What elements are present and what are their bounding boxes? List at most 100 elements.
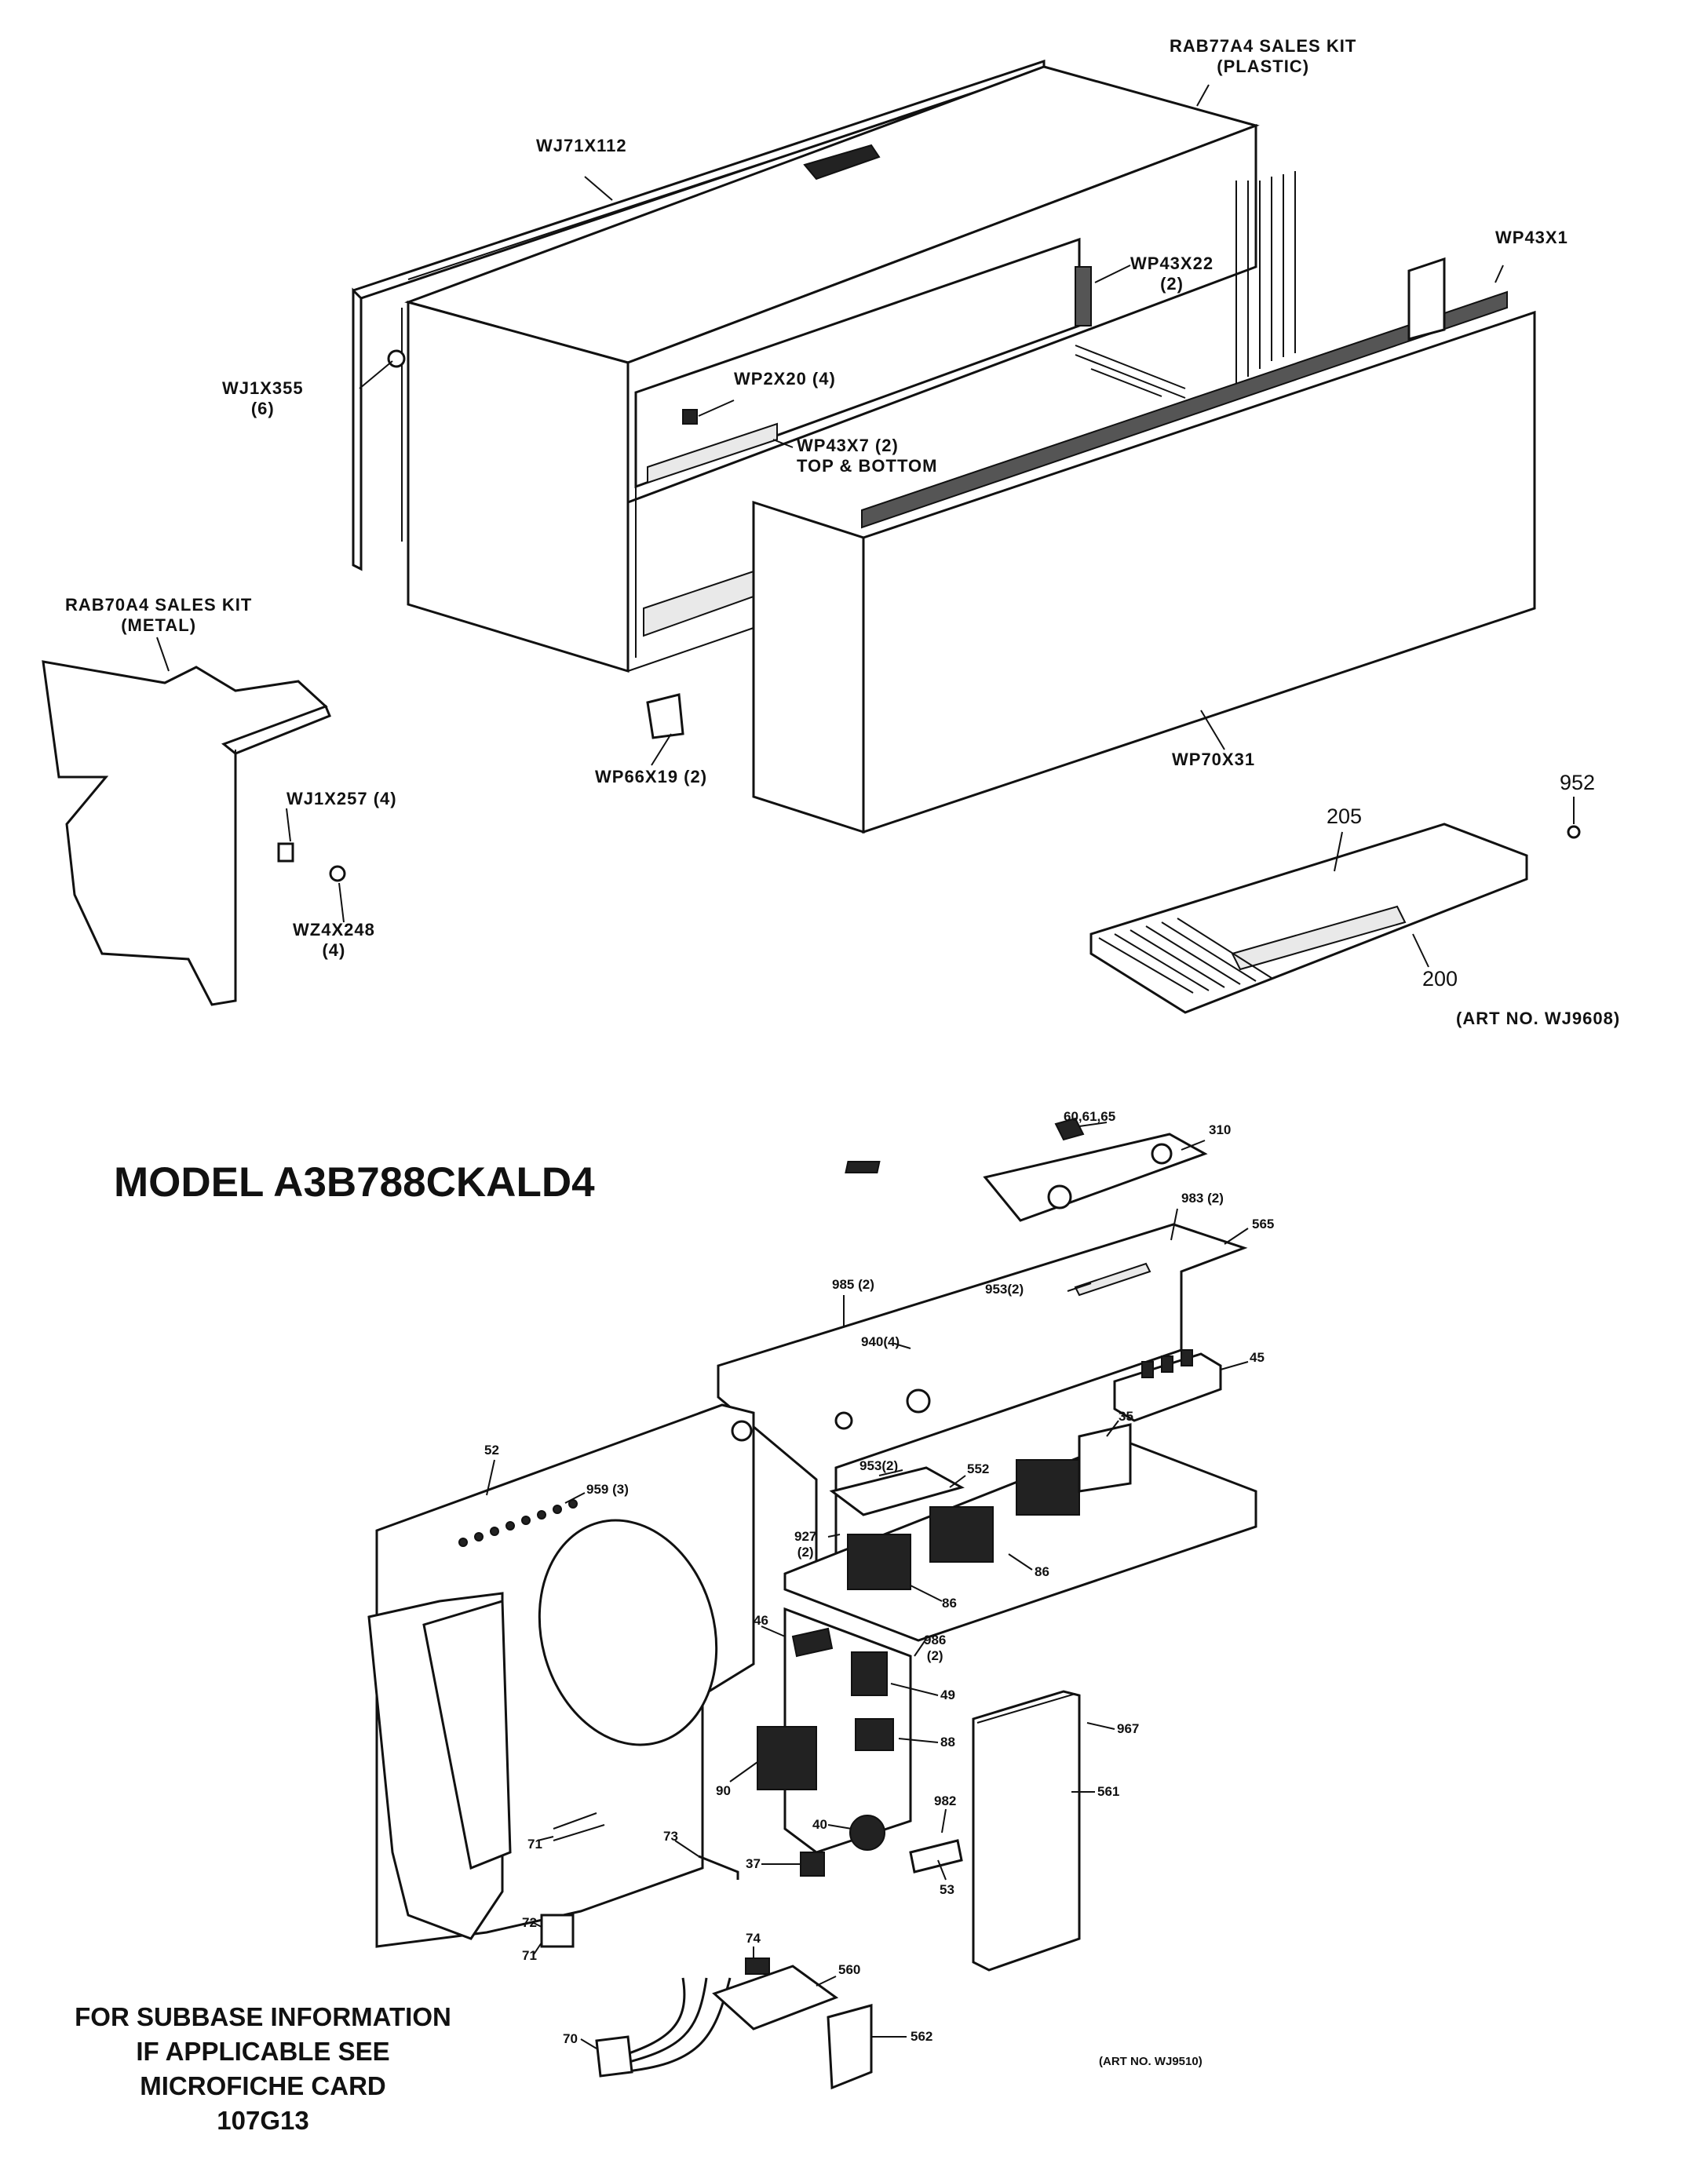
leader-lines-upper — [156, 84, 1575, 968]
control-mounting-plate-565 — [717, 1223, 1248, 1595]
label-text: WP43X7 (2) — [797, 436, 899, 455]
label-wp43x22: WP43X22 (2) — [1130, 254, 1213, 294]
label-60-61-65: 60,61,65 — [1064, 1109, 1116, 1124]
relay-86-lower — [847, 1534, 911, 1590]
label-wp2x20: WP2X20 (4) — [734, 369, 836, 389]
label-561: 561 — [1097, 1784, 1120, 1799]
note-line: MICROFICHE CARD — [140, 2071, 386, 2100]
label-text: (METAL) — [121, 615, 197, 635]
label-text: 927 — [794, 1529, 817, 1544]
label-310: 310 — [1209, 1122, 1232, 1137]
cover-561 — [972, 1690, 1081, 1972]
label-wj1x257: WJ1X257 (4) — [286, 789, 397, 808]
label-967: 967 — [1117, 1721, 1140, 1736]
label-wj71x112: WJ71X112 — [536, 136, 627, 155]
label-71-upper: 71 — [527, 1837, 542, 1852]
label-552: 552 — [967, 1461, 990, 1476]
power-cord-70 — [595, 1977, 732, 2078]
note-line: FOR SUBBASE INFORMATION — [75, 2002, 451, 2031]
label-86-left: 86 — [942, 1596, 957, 1611]
relay-86-upper — [929, 1506, 994, 1563]
label-562: 562 — [911, 2029, 933, 2044]
control-panel-310 — [845, 1117, 1208, 1222]
switch-49 — [851, 1651, 888, 1696]
label-952: 952 — [1560, 771, 1596, 794]
label-560: 560 — [838, 1962, 861, 1977]
label-88: 88 — [940, 1735, 955, 1750]
note-line: IF APPLICABLE SEE — [136, 2037, 390, 2066]
plate-560 — [712, 1965, 839, 2030]
wire-connectors-71 — [553, 1812, 605, 1841]
art-number-upper: (ART NO. WJ9608) — [1456, 1009, 1621, 1028]
label-35: 35 — [1119, 1409, 1133, 1424]
label-wj1x355: WJ1X355 (6) — [222, 378, 304, 419]
front-panel-wp70x31 — [752, 257, 1536, 834]
label-71-lower: 71 — [522, 1948, 537, 1963]
label-953-upper: 953(2) — [985, 1282, 1024, 1297]
terminal-block-45 — [1113, 1349, 1222, 1422]
label-wp66x19: WP66X19 (2) — [595, 767, 708, 786]
label-text: WZ4X248 — [293, 920, 375, 940]
label-text: WP43X22 — [1130, 254, 1214, 273]
label-953-lower: 953(2) — [859, 1458, 899, 1473]
label-37: 37 — [746, 1856, 761, 1871]
label-927: 927 (2) — [794, 1529, 816, 1560]
label-sales-kit-metal: RAB70A4 SALES KIT (METAL) — [65, 595, 252, 636]
subbase-note: FOR SUBBASE INFORMATION IF APPLICABLE SE… — [16, 2000, 510, 2138]
label-46: 46 — [754, 1613, 768, 1628]
label-53: 53 — [940, 1882, 954, 1897]
component-37 — [800, 1852, 825, 1877]
grille-assembly — [1089, 823, 1581, 1014]
label-text: RAB77A4 SALES KIT — [1170, 36, 1357, 56]
component-88 — [855, 1718, 894, 1751]
label-text: (4) — [322, 940, 346, 960]
wall-sleeve-cabinet — [404, 65, 1296, 673]
label-text: 986 — [924, 1633, 947, 1647]
fan-shroud-52 — [367, 1403, 755, 1948]
art-number-lower: (ART NO. WJ9510) — [1099, 2055, 1203, 2068]
label-45: 45 — [1250, 1350, 1265, 1365]
transformer-90 — [757, 1726, 817, 1790]
label-72: 72 — [522, 1915, 537, 1930]
label-200: 200 — [1422, 967, 1458, 991]
component-40 — [849, 1815, 885, 1851]
label-text: (2) — [926, 1648, 943, 1663]
leader-lines-lower — [486, 1122, 1249, 2049]
label-text: WJ1X355 — [222, 378, 304, 398]
label-text: TOP & BOTTOM — [797, 456, 938, 476]
note-line: 107G13 — [217, 2106, 309, 2135]
bracket-53 — [909, 1839, 963, 1874]
chassis-base-right — [783, 1439, 1257, 1642]
small-hardware-upper — [387, 349, 698, 739]
label-sales-kit-plastic: RAB77A4 SALES KIT (PLASTIC) — [1170, 36, 1356, 77]
label-wz4x248: WZ4X248 (4) — [293, 920, 375, 961]
label-text: (2) — [797, 1545, 814, 1560]
label-wp43x7: WP43X7 (2) TOP & BOTTOM — [797, 436, 937, 476]
label-983: 983 (2) — [1181, 1191, 1224, 1206]
bracket-562 — [827, 2004, 873, 2090]
label-90: 90 — [716, 1783, 731, 1798]
clip-73 — [698, 1855, 739, 1880]
label-text: RAB70A4 SALES KIT — [65, 595, 253, 615]
label-40: 40 — [812, 1817, 827, 1832]
part-74 — [745, 1957, 770, 1975]
label-wp43x1: WP43X1 — [1495, 228, 1568, 247]
label-982: 982 — [934, 1793, 957, 1808]
label-86-right: 86 — [1035, 1564, 1049, 1579]
component-46 — [791, 1627, 834, 1658]
label-text: (6) — [250, 399, 275, 418]
model-title: MODEL A3B788CKALD4 — [114, 1159, 595, 1206]
label-52: 52 — [484, 1443, 499, 1458]
label-wp70x31: WP70X31 — [1172, 750, 1256, 769]
label-205: 205 — [1327, 805, 1363, 828]
label-985: 985 (2) — [832, 1277, 874, 1292]
connector-72 — [540, 1914, 575, 1948]
sales-kit-metal-panel — [42, 660, 346, 1006]
label-959: 959 (3) — [586, 1482, 629, 1497]
relay-bracket-552 — [829, 1466, 965, 1516]
label-986: 986 (2) — [924, 1633, 946, 1664]
label-text: (PLASTIC) — [1217, 57, 1310, 76]
label-70: 70 — [563, 2031, 578, 2046]
label-49: 49 — [940, 1688, 955, 1702]
